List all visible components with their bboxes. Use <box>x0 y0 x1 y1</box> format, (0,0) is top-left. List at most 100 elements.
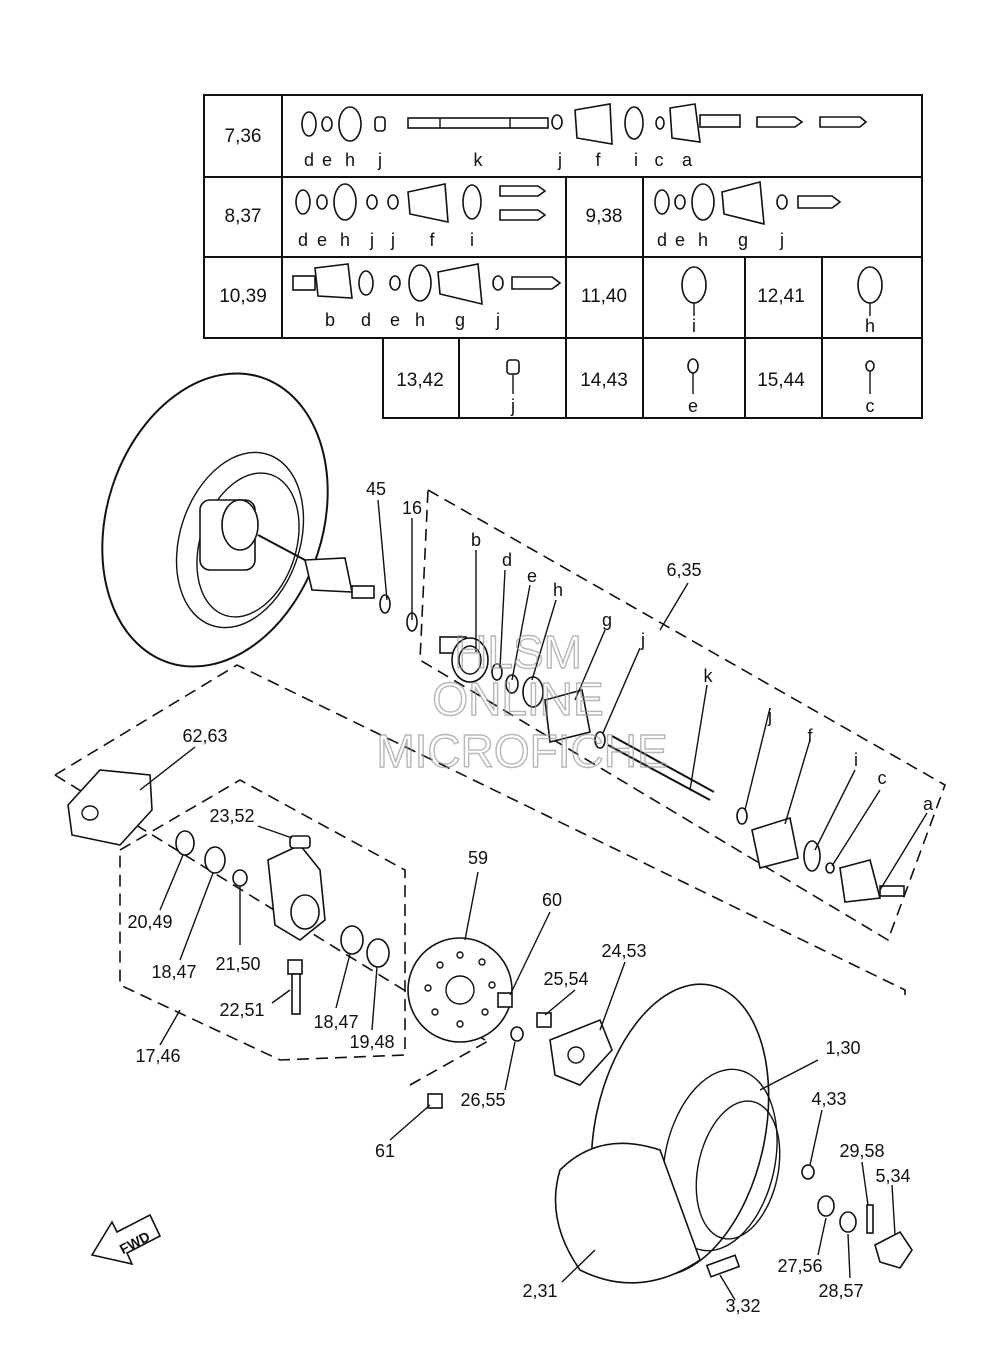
row2a-letter-1: d <box>298 230 308 250</box>
lower-wheel-assembly <box>549 983 913 1284</box>
callout-21-50: 21,50 <box>215 954 260 974</box>
row2b-letter-3: h <box>698 230 708 250</box>
upper-wheel-assembly <box>101 372 418 668</box>
callout-25-54: 25,54 <box>543 969 588 989</box>
row2a-letter-6: f <box>429 230 435 250</box>
callout-j: j <box>640 630 645 650</box>
callout-22-51: 22,51 <box>219 1000 264 1020</box>
callout-g: g <box>602 610 612 630</box>
row1-letter-2: e <box>322 150 332 170</box>
callout-5-34: 5,34 <box>875 1166 910 1186</box>
row2a-letter-4: j <box>369 230 374 250</box>
row3bc-parts <box>681 266 883 316</box>
fwd-arrow-icon <box>90 1213 162 1266</box>
row2b-letter-2: e <box>675 230 685 250</box>
callout-26-55: 26,55 <box>460 1090 505 1110</box>
callout-23-52: 23,52 <box>209 806 254 826</box>
callout-e: e <box>527 566 537 586</box>
row1-letter-10: a <box>682 150 693 170</box>
callout-45: 45 <box>366 479 386 499</box>
row4-ref-a: 13,42 <box>396 370 444 391</box>
callout-f: f <box>807 726 813 746</box>
callout-17-46: 17,46 <box>135 1046 180 1066</box>
row3-ref-b: 11,40 <box>581 286 627 307</box>
row2b-parts <box>654 180 842 226</box>
callout-c: c <box>878 768 887 788</box>
watermark-line2: ONLINE <box>432 673 603 725</box>
row2b-letter-4: g <box>738 230 748 250</box>
callout-62-63: 62,63 <box>182 726 227 746</box>
driveshaft-group-outline <box>419 488 946 942</box>
row2-ref-a: 8,37 <box>225 206 262 227</box>
row4c-letter-1: c <box>866 396 875 416</box>
row4-ref-b: 14,43 <box>580 370 628 391</box>
row2a-letter-7: i <box>470 230 474 250</box>
callout-29-58: 29,58 <box>839 1141 884 1161</box>
row2a-parts <box>295 183 547 224</box>
row1-letter-5: k <box>474 150 484 170</box>
callout-28-57: 28,57 <box>818 1281 863 1301</box>
row3a-letter-4: h <box>415 310 425 330</box>
knuckle-leader-lines <box>139 746 576 1141</box>
row3b-letter-1: i <box>692 316 696 336</box>
row3a-parts <box>292 263 562 306</box>
callout-16: 16 <box>402 498 422 518</box>
callout-24-53: 24,53 <box>601 941 646 961</box>
row2b-letter-1: d <box>657 230 667 250</box>
upper-leader-lines <box>377 499 928 891</box>
row2a-letter-3: h <box>340 230 350 250</box>
row1-letter-4: j <box>377 150 382 170</box>
row1-letter-6: j <box>557 150 562 170</box>
callout-2-31: 2,31 <box>522 1281 557 1301</box>
callout-a: a <box>923 794 934 814</box>
row3a-letter-3: e <box>390 310 400 330</box>
callout-61: 61 <box>375 1141 395 1161</box>
row4b-letter-1: e <box>688 396 698 416</box>
callout-18-47-a: 18,47 <box>151 962 196 982</box>
watermark-line1: HLSM <box>454 626 582 678</box>
callout-1-30: 1,30 <box>825 1038 860 1058</box>
callout-i: i <box>854 750 858 770</box>
row3a-letter-2: d <box>361 310 371 330</box>
row3a-letter-6: j <box>495 310 500 330</box>
row1-letter-9: c <box>655 150 664 170</box>
row2a-letter-2: e <box>317 230 327 250</box>
callout-j2: j <box>767 706 772 726</box>
callout-b: b <box>471 530 481 550</box>
row4-ref-c: 15,44 <box>757 370 805 391</box>
callout-27-56: 27,56 <box>777 1256 822 1276</box>
row2a-letter-5: j <box>390 230 395 250</box>
row1-parts <box>301 103 868 145</box>
lower-leader-lines <box>561 961 896 1301</box>
callout-3-32: 3,32 <box>725 1296 760 1316</box>
row3-ref-c: 12,41 <box>757 286 805 307</box>
row1-ref: 7,36 <box>225 126 262 147</box>
callout-18-47-b: 18,47 <box>313 1012 358 1032</box>
row2-ref-b: 9,38 <box>586 206 623 227</box>
row1-letter-3: h <box>345 150 355 170</box>
callout-20-49: 20,49 <box>127 912 172 932</box>
row4-parts <box>506 358 875 394</box>
callout-h: h <box>553 580 563 600</box>
callout-60: 60 <box>542 890 562 910</box>
row4a-letter-1: j <box>510 396 515 416</box>
callout-19-48: 19,48 <box>349 1032 394 1052</box>
row2b-letter-5: j <box>779 230 784 250</box>
row3a-letter-5: g <box>455 310 465 330</box>
row3-ref-a: 10,39 <box>219 286 267 307</box>
callout-k: k <box>704 666 714 686</box>
row1-letter-8: i <box>634 150 638 170</box>
callout-d: d <box>502 550 512 570</box>
callout-59: 59 <box>468 848 488 868</box>
row3a-letter-1: b <box>325 310 335 330</box>
callout-6-35: 6,35 <box>666 560 701 580</box>
driveshaft-parts <box>439 636 905 903</box>
row3c-letter-1: h <box>865 316 875 336</box>
row1-letter-7: f <box>595 150 601 170</box>
watermark-line3: MICROFICHE <box>376 725 667 777</box>
knuckle-parts <box>67 769 552 1109</box>
reference-table <box>203 94 923 419</box>
row1-letter-1: d <box>304 150 314 170</box>
